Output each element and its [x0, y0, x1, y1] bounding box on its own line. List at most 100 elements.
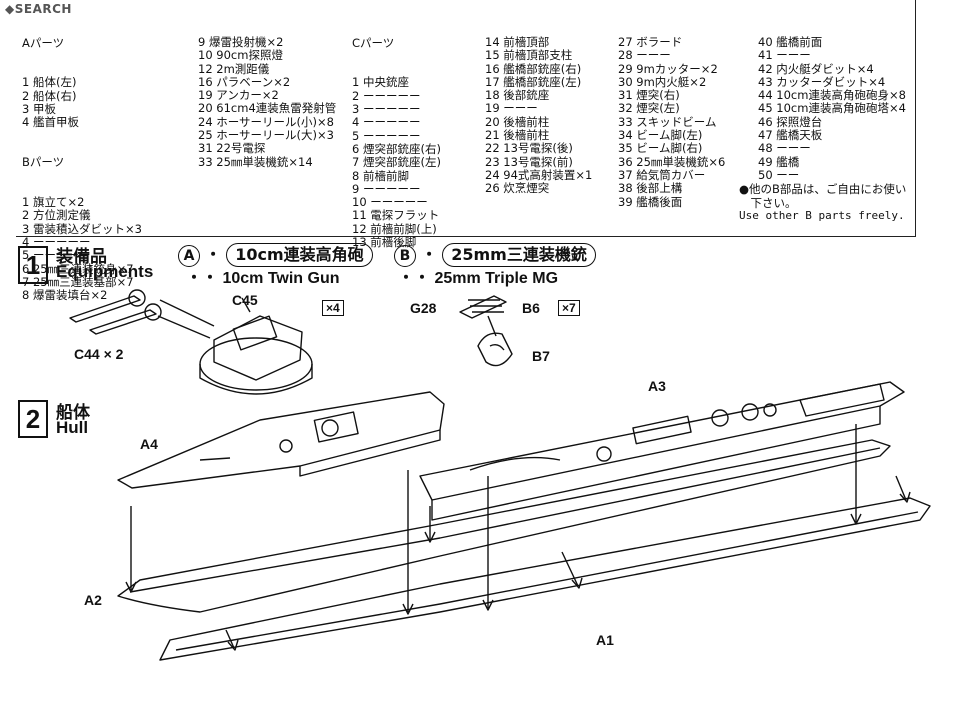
equip-b-header: B ・ 25mm三連装機銃 — [394, 241, 596, 267]
label-a4: A4 — [140, 436, 158, 452]
part-c-item: 16 艦橋部銃座(右) — [485, 61, 582, 76]
parts-a-header: Aパーツ — [22, 35, 65, 50]
part-c-item: 45 10cm連装高角砲砲塔×4 — [758, 101, 906, 116]
deck-a4 — [117, 391, 445, 489]
divider-vertical — [915, 0, 916, 237]
label-a1: A1 — [596, 632, 614, 648]
part-c-item: 15 前檣頂部支柱 — [485, 48, 573, 63]
part-a-item: 1 船体(左) — [22, 75, 77, 90]
part-c-item: 12 前檣前脚(上) — [352, 221, 437, 236]
gun-turret-c45 — [199, 297, 313, 395]
part-c-item: 22 13号電探(後) — [485, 141, 573, 156]
part-c-item: 32 煙突(左) — [618, 101, 680, 116]
gun-barrels-c44 — [69, 289, 215, 339]
part-c-item: 5 ーーーーー — [352, 128, 421, 143]
part-c-item: 30 9m内火艇×2 — [618, 74, 707, 89]
part-b-item: 9 爆雷投射機×2 — [198, 35, 284, 49]
part-c-item: 33 スキッドビーム — [618, 114, 717, 129]
equip-b-mark: B — [394, 245, 416, 267]
part-c-item: 2 ーーーーー — [352, 88, 421, 103]
part-c-item: 44 10cm連装高角砲砲身×8 — [758, 88, 906, 103]
watermark: ◆SEARCH — [2, 2, 75, 16]
deck-a3 — [419, 381, 905, 521]
part-a-item: 4 艦首甲板 — [22, 115, 79, 130]
label-g28: G28 — [410, 300, 437, 316]
part-c-item: 41 ーーー — [758, 48, 811, 63]
part-a-item: 3 甲板 — [22, 102, 56, 117]
part-c-item: 9 ーーーーー — [352, 181, 421, 196]
step-1-number: 1 — [18, 246, 48, 284]
part-c-item: 43 カッターダビット×4 — [758, 74, 886, 89]
part-b-item: 6 25㎜三連装銃身×7 — [22, 261, 134, 276]
part-c-item: 23 13号電探(前) — [485, 154, 573, 169]
part-b-item: 1 旗立て×2 — [22, 195, 85, 210]
part-c-item: 1 中央銃座 — [352, 75, 409, 90]
part-b-item: 4 ーーーーー — [22, 235, 91, 250]
qty-x4: ×4 — [322, 300, 344, 316]
part-b-item: 24 ホーサーリール(小)×8 — [198, 114, 334, 129]
part-c-item: 36 25㎜単装機銃×6 — [618, 154, 726, 169]
part-c-item: 7 煙突部銃座(左) — [352, 155, 441, 170]
part-c-item: 21 後檣前柱 — [485, 128, 550, 143]
part-c-item: 28 ーーー — [618, 48, 671, 63]
part-b-item: 19 アンカー×2 — [198, 88, 279, 103]
part-c-item: 34 ビーム脚(左) — [618, 128, 703, 143]
hull-a1 — [159, 497, 931, 661]
qty-x7: ×7 — [558, 300, 580, 316]
part-c-item: 6 煙突部銃座(右) — [352, 141, 441, 156]
note-jp: ●他のB部品は、ご自由にお使い 下さい。 — [739, 182, 907, 210]
part-c-item: 19 ーーー — [485, 101, 538, 116]
part-c-item: 38 後部上構 — [618, 181, 683, 196]
part-c-item: 17 艦橋部銃座(左) — [485, 74, 582, 89]
part-c-item: 4 ーーーーー — [352, 115, 421, 130]
part-c-item: 42 内火艇ダビット×4 — [758, 61, 874, 76]
step-2-number: 2 — [18, 400, 48, 438]
part-c-item: 26 炊烹煙突 — [485, 181, 550, 196]
part-b-item: 20 61cm4連装魚雷発射管 — [198, 101, 337, 116]
part-c-item: 29 9mカッター×2 — [618, 61, 718, 76]
step-1-title-en: Equipments — [56, 262, 154, 281]
step-2-title-en: Hull — [56, 418, 89, 437]
part-c-item: 47 艦橋天板 — [758, 128, 823, 143]
step-1-title-jp: 装備品 — [56, 247, 107, 266]
part-c-item: 31 煙突(右) — [618, 88, 680, 103]
part-c-item: 10 ーーーーー — [352, 195, 428, 210]
equip-a-en: ・・ 10cm Twin Gun — [186, 270, 340, 287]
parts-c-header: Cパーツ — [352, 35, 395, 50]
part-c-item: 20 後檣前柱 — [485, 114, 550, 129]
part-b-item: 31 22号電探 — [198, 141, 266, 156]
equip-b-jp: 25mm三連装機銃 — [442, 243, 596, 267]
part-a-item: 2 船体(右) — [22, 88, 77, 103]
equip-a-jp: 10cm連装高角砲 — [226, 243, 373, 267]
part-b-item: 3 雷装積込ダビット×3 — [22, 221, 142, 236]
part-c-item: 14 前檣頂部 — [485, 35, 550, 49]
part-c-item: 11 電探フラット — [352, 208, 440, 223]
part-c-item: 27 ボラード — [618, 35, 683, 49]
equip-a-header: A ・ 10cm連装高角砲 — [178, 241, 373, 267]
parts-b-header: Bパーツ — [22, 155, 65, 170]
mg-base-b7 — [477, 332, 513, 367]
label-a2: A2 — [84, 592, 102, 608]
part-b-item: 10 90cm探照燈 — [198, 48, 283, 63]
note-en: Use other B parts freely. — [739, 209, 905, 222]
part-b-item: 8 爆雷装填台×2 — [22, 288, 108, 303]
step-2-title-jp: 船体 — [56, 403, 90, 422]
label-c44: C44 × 2 — [74, 346, 124, 362]
label-b6: B6 — [522, 300, 540, 316]
part-c-item: 50 ーー — [758, 167, 800, 182]
hull-a2 — [117, 439, 891, 613]
label-a3: A3 — [648, 378, 666, 394]
part-c-item: 48 ーーー — [758, 141, 811, 156]
equip-b-en: ・・ 25mm Triple MG — [398, 270, 559, 287]
part-c-item: 46 探照燈台 — [758, 114, 823, 129]
label-b7: B7 — [532, 348, 550, 364]
part-b-item: 25 ホーサーリール(大)×3 — [198, 128, 334, 143]
part-b-item: 2 方位測定儀 — [22, 208, 91, 223]
part-b-item: 33 25㎜単装機銃×14 — [198, 154, 313, 169]
part-b-item: 12 2m測距儀 — [198, 61, 270, 76]
part-c-item: 18 後部銃座 — [485, 88, 550, 103]
